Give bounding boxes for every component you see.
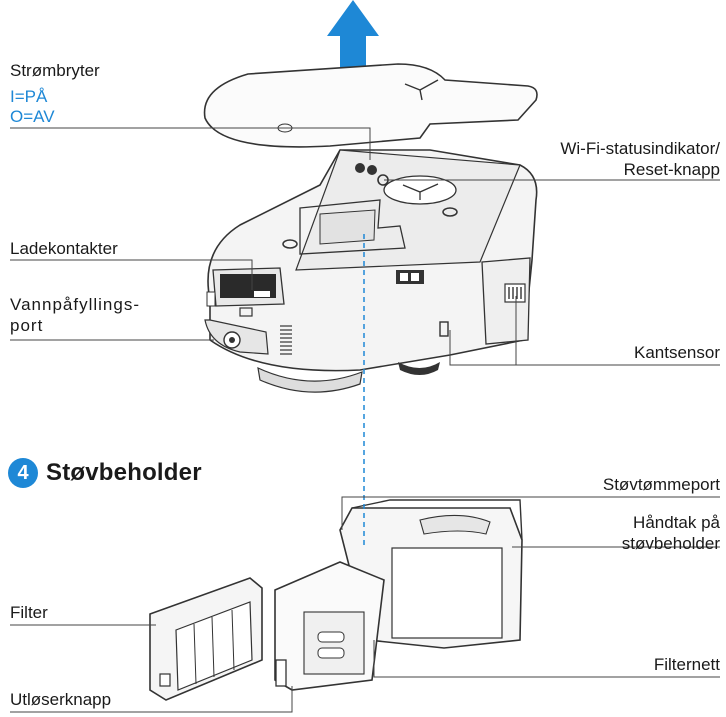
power-on-label: I=PÅ [10, 87, 48, 106]
dust-container [274, 499, 523, 691]
water-port-label: Vannpåfyllings- port [10, 294, 140, 336]
dust-port-label: Støvtømmeport [602, 475, 720, 494]
filter-label: Filter [10, 603, 48, 622]
charging-contacts-label: Ladekontakter [10, 239, 118, 258]
top-cover [203, 63, 538, 148]
wifi-indicator-label: Wi-Fi-statusindikator/ Reset-knapp [560, 138, 720, 180]
section-number-badge: 4 [8, 458, 38, 488]
power-switch-label: Strømbryter [10, 61, 100, 80]
edge-sensor-label: Kantsensor [634, 343, 720, 362]
power-off-label: O=AV [10, 107, 55, 126]
handle-label-line2: støvbeholder [621, 534, 720, 553]
filter-net-label: Filternett [653, 655, 720, 674]
water-label-line2: port [10, 316, 44, 335]
handle-label-line1: Håndtak på [633, 513, 720, 532]
leader-lines [10, 127, 720, 713]
wifi-label-line2: Reset-knapp [623, 160, 720, 179]
section-title: Støvbeholder [46, 459, 202, 486]
wifi-label-line1: Wi-Fi-statusindikator/ [560, 139, 720, 158]
section-heading: 4 Støvbeholder [8, 458, 202, 488]
robot-body [204, 149, 538, 393]
filter-part [149, 577, 263, 701]
release-button-label: Utløserknapp [10, 690, 112, 709]
container-handle-label: Håndtak på støvbeholder [622, 512, 720, 554]
water-label-line1: Vannpåfyllings- [10, 295, 140, 314]
